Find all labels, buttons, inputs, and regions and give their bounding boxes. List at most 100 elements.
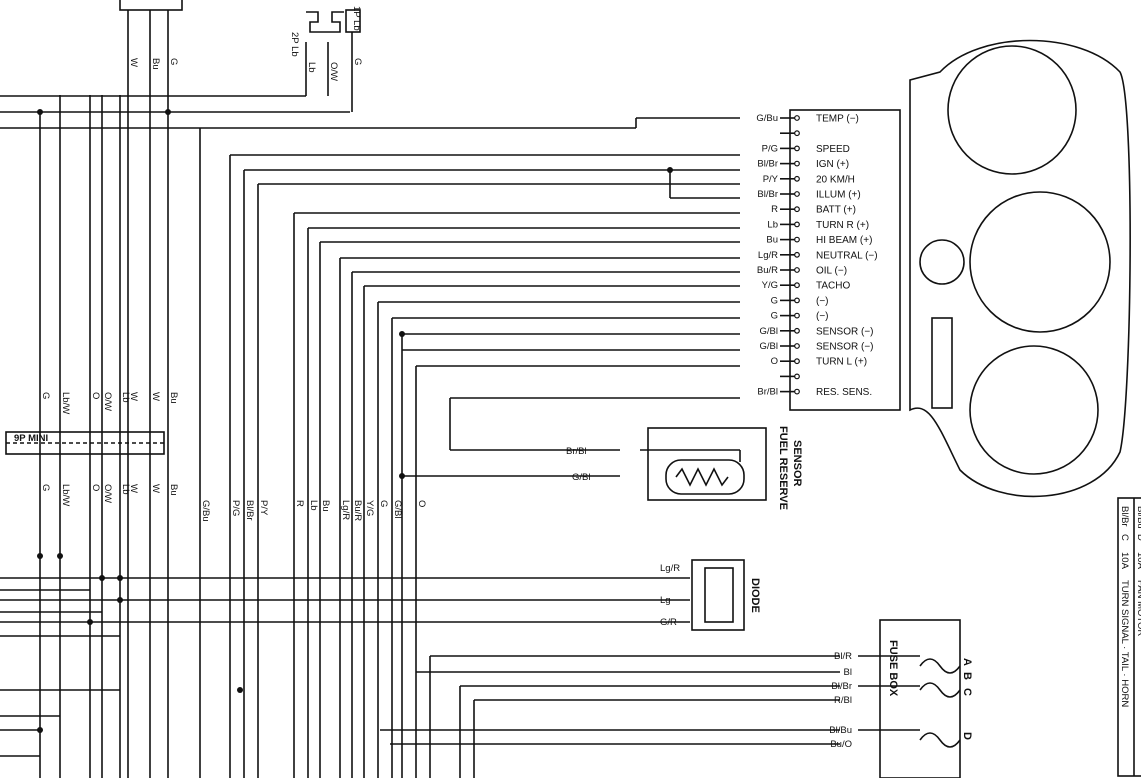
mini-9p-upper-wire-label: Bu [168,392,179,404]
meter-wire-color-label: Bl/Br [757,189,778,200]
mini-9p-lower-wire-label: O [90,484,101,491]
meter-pin-label: SENSOR (−) [816,342,874,353]
junction-dot [37,727,43,733]
meter-pin-label: (−) [816,311,829,322]
meter-pin-label: HI BEAM (+) [816,235,872,246]
vertical-wire-label: G [378,500,389,507]
mini-9p-lower-wire-label: O/W [102,484,113,503]
mini-9p-upper-wire-label: W [128,392,139,401]
mini-9p-upper-wire-label: Lb [120,392,131,403]
junction-dot [37,109,43,115]
fuse-table-circuit: FAN MOTOR [1135,580,1141,636]
diode-wire-label: Lg [660,595,671,606]
meter-pin-terminal [794,130,800,137]
vertical-wire-label: P/G [230,500,241,516]
junction-dot [399,331,405,337]
meter-wire-color-label: Lb [767,219,778,230]
vertical-wire-label: Lb [308,500,319,511]
connector-2p-wire-label: Lb [306,62,317,73]
meter-pin-terminal [794,312,800,319]
fuse-box [879,619,961,778]
fuse-table [1117,497,1141,777]
meter-pin-label: 20 KM/H [816,174,855,185]
meter-wire-color-label: P/G [762,143,778,154]
diode-wire-label: Lg/R [660,563,680,574]
fuel-sensor-box [647,427,767,501]
meter-pin-terminal [794,327,800,334]
meter-pin-terminal [794,297,800,304]
meter-pin-label: RES. SENS. [816,387,872,398]
top-connector-wire-label: Bu [150,58,161,70]
fuel-sensor-title: FUEL RESERVE [777,426,789,510]
meter-pin-terminal [794,145,800,152]
meter-wire-color-label: Br/Bl [757,387,778,398]
connector-2p-label: 2P Lb [289,32,300,57]
fuel-sensor-wire-label: G/Bl [572,472,590,483]
fuse-box-wire-label: Bl/Br [831,681,852,692]
meter-wire-color-label: Bu/R [757,265,778,276]
connector-1p [345,9,361,33]
meter-pin-terminal [794,358,800,365]
meter-wire-color-label: Y/G [762,280,778,291]
mini-9p-upper-wire-label: Lb/W [60,392,71,414]
meter-pin-terminal [794,206,800,213]
fuse-letter: C [961,688,973,696]
meter-wire-color-label: Bu [766,235,778,246]
meter-wire-color-label: R [771,204,778,215]
vertical-wire-label: Lg/R [340,500,351,520]
meter-pin-terminal [794,160,800,167]
meter-pin-terminal [794,388,800,395]
meter-wire-color-label: G/Bu [756,113,778,124]
vertical-wire-label: Y/G [364,500,375,516]
mini-9p-upper-wire-label: O [90,392,101,399]
meter-pin-label: TURN L (+) [816,357,867,368]
fuse-table-wire: Bl/Br [1119,506,1130,527]
meter-pin-terminal [794,221,800,228]
junction-dot [117,575,123,581]
junction-dot [667,167,673,173]
diode-wire-label: G/R [660,617,677,628]
meter-pin-label: TEMP (−) [816,114,859,125]
fuse-box-wire-label: Bu/O [830,739,852,750]
vertical-wire-label: Bu [320,500,331,512]
meter-wire-color-label: Lg/R [758,250,778,261]
top-connector-wire-label: G [168,58,179,65]
meter-wire-color-label: G/Bl [760,326,778,337]
meter-pin-label: SPEED [816,144,850,155]
fuse-box-title: FUSE BOX [887,640,899,697]
fuse-table-fuse: C [1119,534,1130,541]
meter-pin-label: TURN R (+) [816,220,869,231]
fuse-box-wire-label: Bl [844,667,852,678]
junction-dot [165,109,171,115]
meter-wire-color-label: P/Y [763,174,779,185]
junction-dot [99,575,105,581]
meter-pin-label: SENSOR (−) [816,326,874,337]
diode-box [691,559,745,631]
junction-dot [399,473,405,479]
mini-9p-lower-wire-label: G [40,484,51,491]
fuse-table-fuse: D [1135,534,1141,541]
fuse-box-wire-label: Bl/Bu [829,725,852,736]
meter-pin-label: ILLUM (+) [816,190,861,201]
vertical-wire-label: O [416,500,427,507]
mini-9p-lower-wire-label: W [128,484,139,493]
meter-wire-color-label: G [771,295,778,306]
mini-9p-lower-wire-label: W [150,484,161,493]
vertical-wire-label: G/Bu [200,500,211,522]
fuse-box-wire-label: Bl/R [834,651,852,662]
junction-dot [57,553,63,559]
connector-1p-wire-label: G [352,58,363,65]
meter-pin-label: OIL (−) [816,266,847,277]
mini-9p-label: 9P MINI [14,433,48,444]
fuse-table-amp: 10A [1135,552,1141,570]
fuse-box-wire-label: R/Bl [834,695,852,706]
meter-wire-color-label: G [771,311,778,322]
fuse-letter: A [961,658,973,666]
mini-9p-lower-wire-label: Bu [168,484,179,496]
connector-1p-label: 1P Lb [351,6,362,31]
junction-dot [117,597,123,603]
fuse-letter: B [961,672,973,680]
meter-pin-terminal [794,236,800,243]
